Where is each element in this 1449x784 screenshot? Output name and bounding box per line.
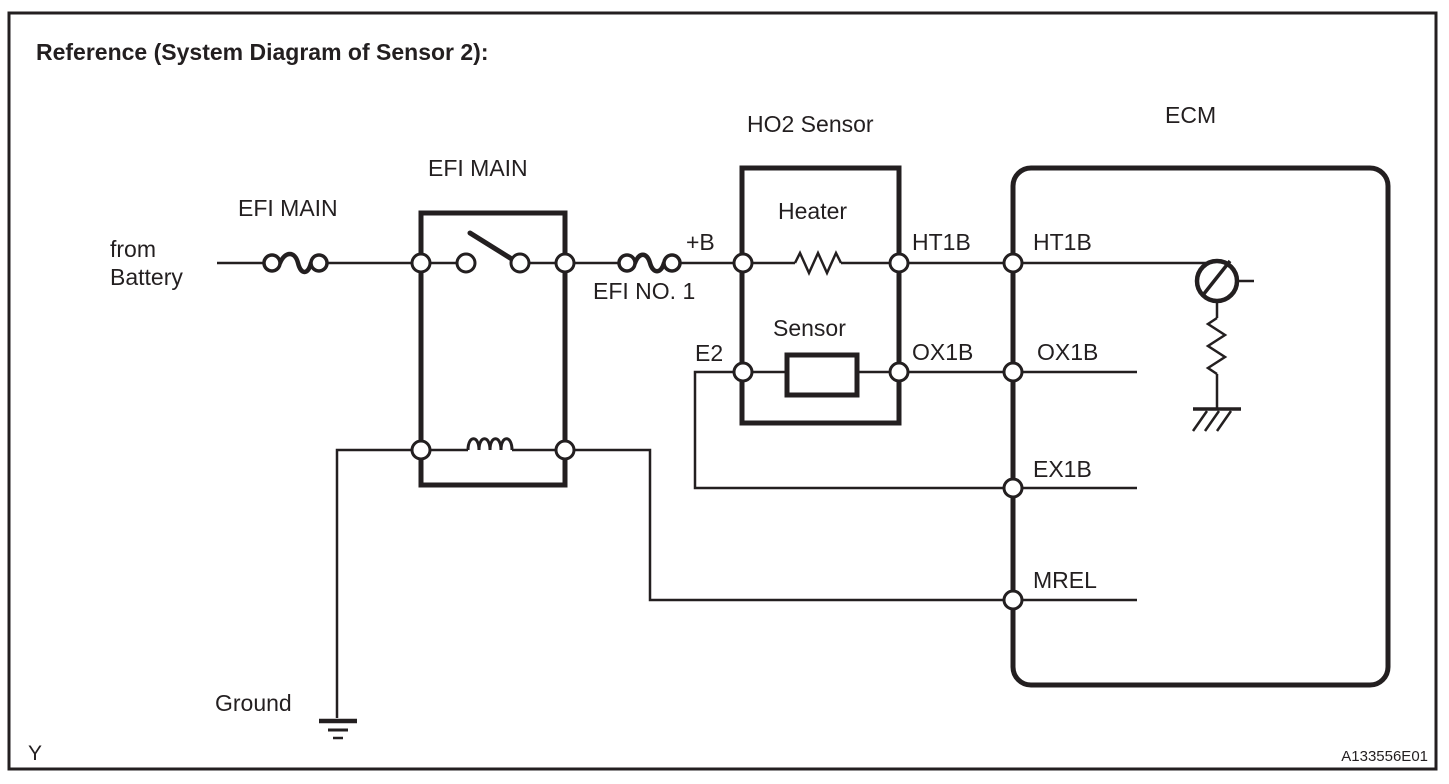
relay-efi-main-box <box>418 210 568 488</box>
node-ht1b-sensor <box>888 252 910 274</box>
pin-ht1b-label: HT1B <box>912 229 971 255</box>
transistor-junction <box>1201 259 1232 297</box>
ecm-box <box>1010 165 1391 688</box>
connection-nodes <box>410 252 1024 611</box>
fusible-link-efi-main-icon <box>262 251 329 275</box>
earth-ground-icon <box>319 718 357 740</box>
ecm-ex1b-label: EX1B <box>1033 456 1092 482</box>
ho2-outline <box>739 165 902 426</box>
relay-efi-main-label: EFI MAIN <box>428 155 528 181</box>
wire-e2-to-ex1b <box>693 370 1013 490</box>
node-mrel-ecm <box>1002 589 1024 611</box>
node-coil-right <box>554 439 576 461</box>
fuse-efi-no1-label: EFI NO. 1 <box>593 278 695 304</box>
heater-label: Heater <box>778 198 847 224</box>
fuse-terminal <box>309 253 329 273</box>
ho2-sensor-box <box>739 165 902 426</box>
node <box>554 252 576 274</box>
ground-label: Ground <box>215 690 292 716</box>
sensor-label: Sensor <box>773 315 846 341</box>
page-border <box>7 11 1438 771</box>
fuse-wave <box>277 251 314 275</box>
ho2-sensor-label: HO2 Sensor <box>747 111 874 137</box>
footer-left-marker: Y <box>28 742 42 765</box>
node-coil-left <box>410 439 432 461</box>
ecm-mrel-label: MREL <box>1033 567 1097 593</box>
fuse-terminal <box>662 253 682 273</box>
node-ex1b-ecm <box>1002 477 1024 499</box>
node-ht1b-ecm <box>1002 252 1024 274</box>
node-ox1b-ecm <box>1002 361 1024 383</box>
ecm-ht1b-label: HT1B <box>1033 229 1092 255</box>
relay-contact <box>509 252 531 274</box>
relay-coil-icon <box>466 437 514 451</box>
fuse-efi-main-label: EFI MAIN <box>238 195 338 221</box>
ecm-label: ECM <box>1165 102 1216 128</box>
fuse-efi-no1-icon <box>617 252 682 274</box>
ecm-outline <box>1010 165 1391 688</box>
relay-outline <box>418 210 568 488</box>
fuse-wave <box>632 252 667 274</box>
pin-plus-b-label: +B <box>686 229 715 255</box>
pin-ox1b-label: OX1B <box>912 339 973 365</box>
heater-resistor-icon <box>793 249 843 277</box>
ecm-ox1b-label: OX1B <box>1037 339 1098 365</box>
resistor-icon <box>1205 316 1228 376</box>
node-e2 <box>732 361 754 383</box>
transistor-icon <box>1194 258 1240 304</box>
chassis-ground-icon <box>1191 407 1241 432</box>
from-battery-label-line1: from <box>110 236 156 262</box>
relay-contact <box>455 252 477 274</box>
relay-switch-blade <box>467 230 518 264</box>
page-title: Reference (System Diagram of Sensor 2): <box>36 39 489 65</box>
pin-e2-label: E2 <box>695 340 723 366</box>
wire-coil-to-ground <box>335 448 421 718</box>
fuse-terminal <box>617 253 637 273</box>
node-ox1b-sensor <box>888 361 910 383</box>
fuse-terminal <box>262 253 282 273</box>
node-plus-b <box>732 252 754 274</box>
node <box>410 252 432 274</box>
figure-code: A133556E01 <box>1341 748 1428 765</box>
wire-coil-to-mrel <box>565 448 1013 602</box>
from-battery-label-line2: Battery <box>110 264 183 290</box>
wiring-harness <box>217 261 1254 718</box>
sensor-element-icon <box>784 352 860 398</box>
